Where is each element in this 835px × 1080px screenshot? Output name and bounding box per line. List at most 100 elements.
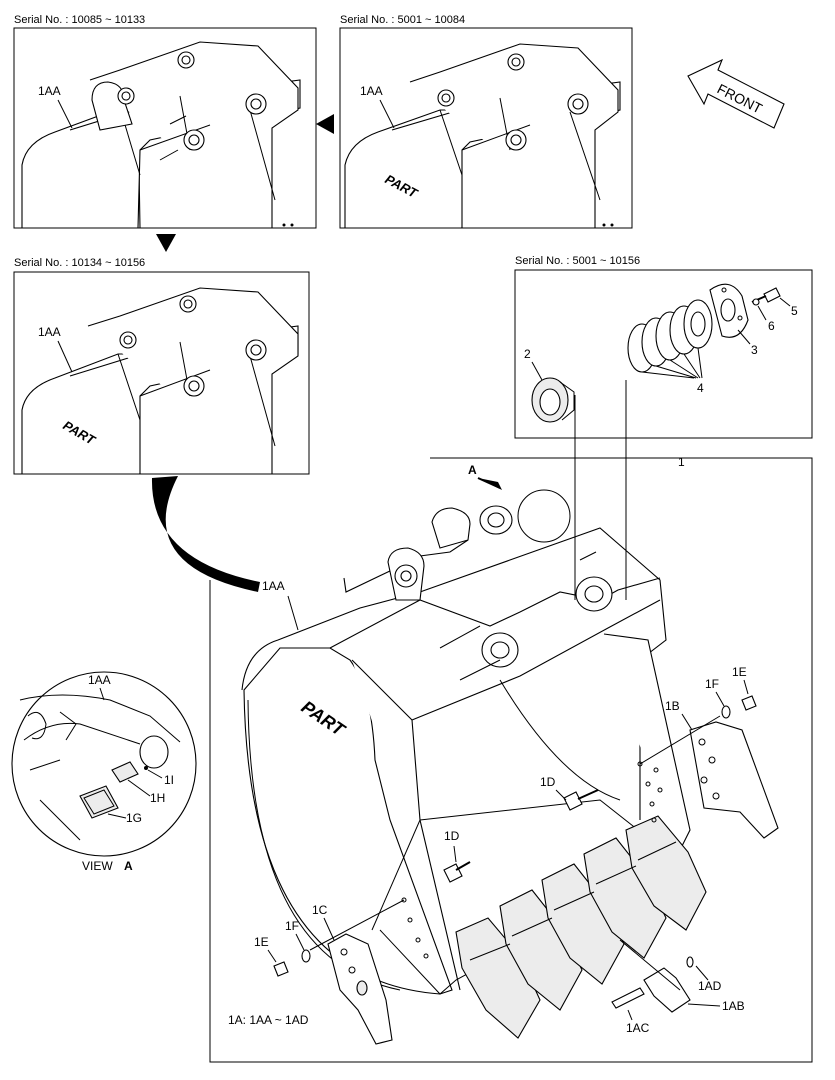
curved-arrow-icon: [151, 476, 260, 592]
boss-plate-top: [431, 507, 471, 549]
leader-line: [295, 933, 305, 951]
pin-hole: [250, 98, 262, 110]
bolt-hole: [401, 897, 407, 903]
label-1ac: 1AC: [626, 1021, 650, 1035]
leader-line: [107, 813, 127, 819]
bolt-hole: [348, 966, 356, 974]
label-6: 6: [768, 319, 775, 333]
pin-hole: [188, 134, 200, 146]
tooth-adapter-lines: [469, 841, 677, 961]
leader-line: [379, 99, 395, 129]
pin-hole: [584, 585, 604, 603]
panel-top-right: Serial No. : 5001 ~ 10084 PART 1AA: [339, 14, 633, 229]
bucket-right-side: [603, 633, 691, 859]
bucket-edges: [439, 97, 601, 201]
label-1i: 1I: [164, 773, 174, 787]
bucket-side-edge: [371, 819, 421, 931]
panel-top-left: Serial No. : 10085 ~ 10133 1AA: [13, 14, 317, 229]
pin-hole: [441, 93, 451, 103]
bolt-hole: [645, 781, 651, 787]
detail-circle: [11, 671, 197, 857]
leader-line: [287, 595, 299, 631]
pin-hole: [510, 134, 522, 146]
pin-hole: [183, 299, 193, 309]
footer-note: 1A: 1AA ~ 1AD: [228, 1013, 309, 1027]
label-1e: 1E: [254, 935, 269, 949]
tooth: [541, 863, 625, 985]
front-arrow: FRONT: [687, 58, 785, 129]
bolt-hole: [712, 792, 720, 800]
bolt-hole: [657, 787, 663, 793]
pin-hole: [188, 380, 200, 392]
serial-top-right: Serial No. : 5001 ~ 10084: [340, 14, 465, 26]
bucket-cross-beam: [411, 599, 661, 721]
nameplate-small: [111, 761, 139, 783]
leader-line: [57, 99, 73, 129]
bolt-head: [763, 287, 781, 303]
leader-line: [715, 691, 725, 707]
leader-line: [147, 769, 163, 779]
seal-cap-inner: [539, 388, 561, 416]
view-a-detail: 1AA 1I 1H 1G VIEW A: [11, 671, 197, 873]
leader-line: [639, 715, 721, 765]
leader-line: [453, 845, 457, 863]
detail-edge: [29, 759, 81, 841]
label-1c: 1C: [312, 903, 328, 917]
leader-line: [687, 1003, 721, 1007]
washer: [752, 298, 760, 306]
washer: [301, 949, 311, 963]
weld-marks: [159, 115, 187, 161]
label-1g: 1G: [126, 811, 142, 825]
detail-edge: [19, 694, 181, 743]
detail-edge: [23, 722, 141, 745]
pin-hole: [250, 344, 262, 356]
label-3: 3: [751, 343, 758, 357]
label-1aa: 1AA: [38, 325, 61, 339]
tooth: [625, 815, 707, 931]
label-1d: 1D: [540, 775, 556, 789]
side-cutter-right: [689, 721, 779, 839]
bucket-teeth: [455, 815, 707, 1039]
label-1f: 1F: [285, 919, 299, 933]
lock-pin: [611, 987, 645, 1009]
seal-cap-rim: [559, 381, 575, 421]
pin-hole: [487, 512, 505, 528]
bolt-hole: [637, 761, 643, 767]
bolt-hole: [721, 287, 727, 293]
nut: [741, 695, 757, 711]
detail-circle: [517, 489, 571, 543]
bucket-front-edge: [351, 659, 461, 991]
bolt-hole: [423, 953, 429, 959]
leader-line: [309, 899, 405, 951]
bolt-hole: [340, 948, 348, 956]
tooth: [583, 837, 667, 959]
pin-boss: [139, 735, 169, 769]
label-1h: 1H: [150, 791, 165, 805]
bucket-inner-curve: [499, 679, 621, 801]
bolt-hole: [649, 801, 655, 807]
pin-hole: [121, 91, 131, 101]
bolt-head: [563, 791, 583, 811]
shim-ring-hole: [690, 311, 706, 337]
label-1aa: 1AA: [360, 84, 383, 98]
leader-line: [695, 965, 709, 981]
tooth: [455, 917, 541, 1039]
front-arrow-icon: [687, 58, 785, 129]
detail-edge: [27, 711, 47, 740]
leader-line: [127, 779, 151, 797]
pin-hole: [400, 570, 412, 582]
leader-line: [99, 687, 105, 701]
nameplate-border: [83, 789, 115, 815]
leader-line: [737, 329, 751, 345]
serial-mid-left: Serial No. : 10134 ~ 10156: [14, 257, 145, 269]
panel-frame: [13, 271, 310, 475]
label-1ab: 1AB: [722, 999, 745, 1013]
pin-hole: [123, 335, 133, 345]
leader-line: [619, 939, 681, 991]
bolt-dot: [282, 223, 286, 227]
bolt-hole: [700, 776, 708, 784]
bolt-hole: [651, 817, 657, 823]
label-1f: 1F: [705, 677, 719, 691]
bolt-hole: [708, 756, 716, 764]
bolt-hole: [737, 315, 743, 321]
